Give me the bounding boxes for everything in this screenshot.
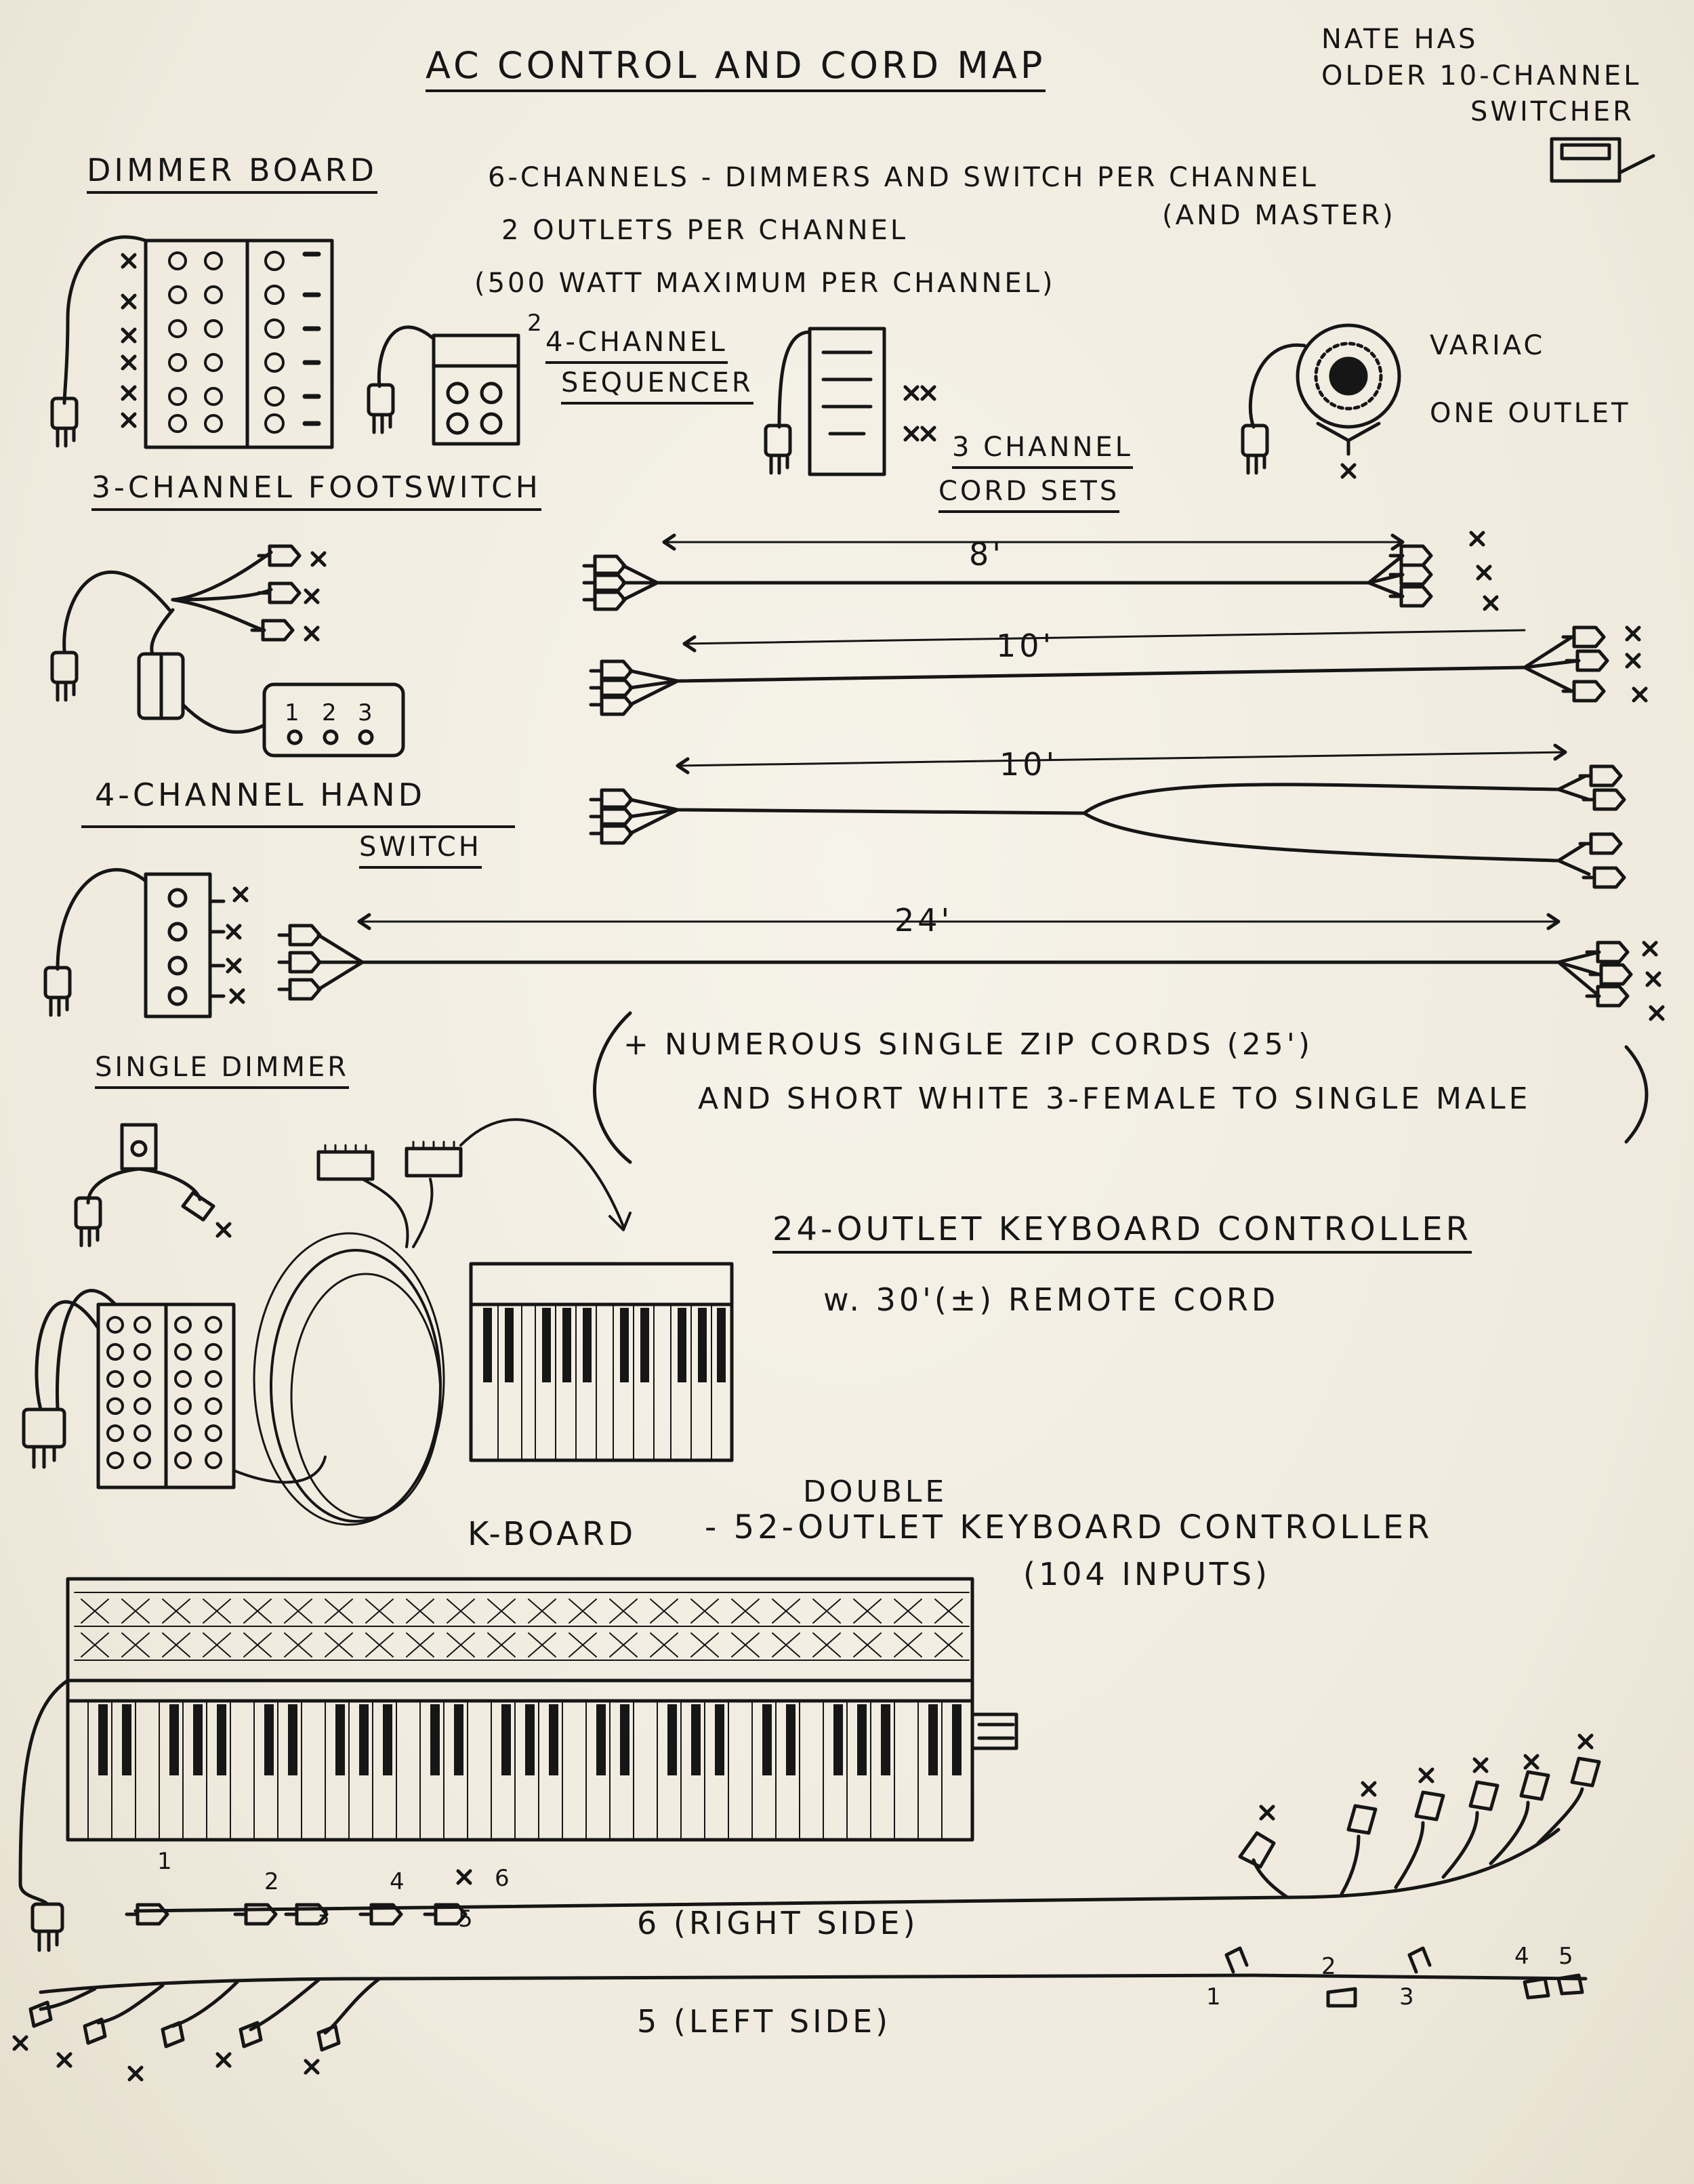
right-side-num-3: 3 bbox=[315, 1905, 330, 1929]
keyboard-controller-sketch bbox=[24, 1119, 732, 1525]
dimmer-board-desc-1: 6-CHANNELS - DIMMERS AND SWITCH PER CHAN… bbox=[488, 164, 1319, 191]
cord-sets-label-2: CORD SETS bbox=[938, 478, 1119, 513]
right-side-num-4: 4 bbox=[390, 1870, 405, 1893]
variac-outlet-label: ONE OUTLET bbox=[1430, 400, 1631, 427]
left-side-label: 5 (LEFT SIDE) bbox=[637, 2006, 891, 2037]
zip-note-line-2: AND SHORT WHITE 3-FEMALE TO SINGLE MALE bbox=[698, 1084, 1531, 1114]
right-side-num-5: 5 bbox=[458, 1908, 473, 1931]
vertical-switch-box-sketch bbox=[766, 329, 934, 474]
footswitch-key-2: 2 bbox=[322, 701, 337, 724]
note-line-3: SWITCHER bbox=[1470, 98, 1634, 125]
cord-length-10ft-b: 10' bbox=[999, 749, 1058, 780]
left-side-num-4: 4 bbox=[1514, 1945, 1529, 1968]
switcher-icon bbox=[1552, 139, 1653, 181]
cord-sets-label-1: 3 CHANNEL bbox=[952, 434, 1133, 469]
right-side-num-2: 2 bbox=[264, 1870, 279, 1893]
zip-note-line-1: + NUMEROUS SINGLE ZIP CORDS (25') bbox=[623, 1030, 1313, 1060]
hand-switch-underline bbox=[81, 825, 515, 828]
hand-switch-sketch bbox=[45, 870, 247, 1016]
sequencer-label-1: 4-CHANNEL bbox=[545, 329, 728, 364]
footswitch-label: 3-CHANNEL FOOTSWITCH bbox=[91, 473, 541, 511]
keyboard-controller-desc: w. 30'(±) REMOTE CORD bbox=[823, 1284, 1279, 1315]
left-side-num-1: 1 bbox=[1206, 1985, 1221, 2008]
note-line-1: NATE HAS bbox=[1321, 26, 1478, 53]
hand-switch-label-2: SWITCH bbox=[359, 833, 482, 869]
kboard-label: - 52-OUTLET KEYBOARD CONTROLLER bbox=[705, 1511, 1433, 1544]
kboard-inputs: (104 INPUTS) bbox=[1023, 1559, 1270, 1590]
note-line-2: OLDER 10-CHANNEL bbox=[1321, 62, 1641, 89]
kboard-controller-sketch bbox=[20, 1579, 1016, 1950]
cord-sets-sketch bbox=[279, 533, 1663, 1019]
right-side-label: 6 (RIGHT SIDE) bbox=[637, 1908, 919, 1939]
page-title: AC CONTROL AND CORD MAP bbox=[426, 47, 1046, 92]
kboard-prefix: K-BOARD bbox=[468, 1518, 636, 1550]
hand-switch-label-1: 4-CHANNEL HAND bbox=[95, 779, 426, 810]
keyboard-controller-label: 24-OUTLET KEYBOARD CONTROLLER bbox=[772, 1213, 1472, 1254]
cord-length-10ft-a: 10' bbox=[996, 630, 1054, 661]
right-side-num-6: 6 bbox=[495, 1867, 510, 1890]
footswitch-key-1: 1 bbox=[285, 701, 299, 724]
sequencer-number: 2 bbox=[527, 312, 542, 335]
dimmer-board-desc-3: (500 WATT MAXIMUM PER CHANNEL) bbox=[474, 270, 1056, 297]
dimmer-board-desc-1b: (AND MASTER) bbox=[1162, 202, 1396, 229]
cord-length-8ft: 8' bbox=[969, 539, 1004, 570]
dimmer-board-sketch bbox=[52, 237, 332, 447]
single-dimmer-sketch bbox=[76, 1125, 230, 1245]
dimmer-board-label: DIMMER BOARD bbox=[87, 154, 377, 194]
cord-length-24ft: 24' bbox=[894, 905, 953, 936]
kboard-double-label: DOUBLE bbox=[803, 1477, 947, 1507]
sequencer-label-2: SEQUENCER bbox=[561, 369, 753, 405]
dimmer-board-desc-2: 2 OUTLETS PER CHANNEL bbox=[501, 217, 908, 244]
footswitch-sketch bbox=[52, 546, 403, 756]
left-side-num-5: 5 bbox=[1558, 1945, 1573, 1968]
footswitch-key-3: 3 bbox=[358, 701, 373, 724]
zip-note-close-paren bbox=[1626, 1047, 1647, 1142]
right-side-num-1: 1 bbox=[157, 1850, 172, 1873]
left-side-num-2: 2 bbox=[1321, 1955, 1336, 1978]
variac-sketch bbox=[1243, 325, 1399, 477]
variac-label: VARIAC bbox=[1430, 332, 1545, 359]
left-side-num-3: 3 bbox=[1399, 1985, 1414, 2008]
sequencer-sketch bbox=[369, 327, 518, 444]
single-dimmer-label: SINGLE DIMMER bbox=[95, 1054, 349, 1089]
